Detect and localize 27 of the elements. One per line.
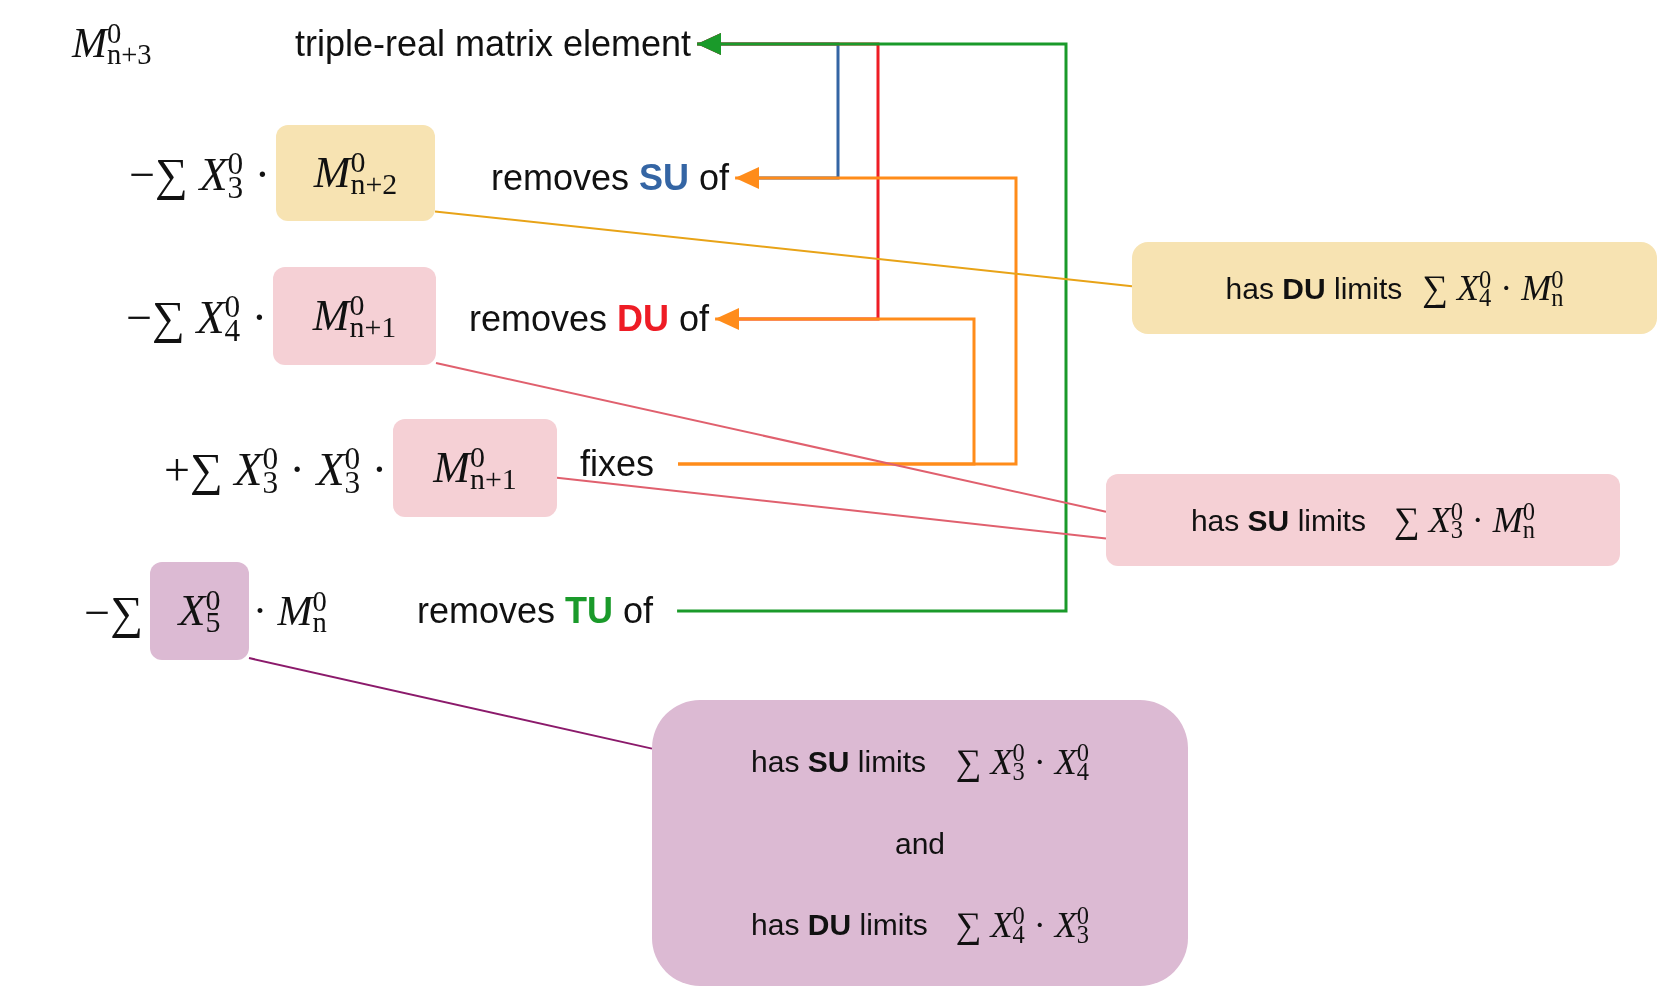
highlight-box (393, 419, 557, 517)
highlight-box (273, 267, 436, 365)
annotation-text: removes TU of (417, 584, 654, 638)
leader-line (248, 657, 653, 750)
note-text: has DU limits (1225, 270, 1403, 307)
arrow (677, 33, 1068, 613)
leader-line (556, 476, 1107, 540)
annotation-text: fixes (580, 437, 655, 491)
arrow (678, 308, 976, 466)
annotation-text: removes DU of (469, 292, 710, 346)
highlight-box (276, 125, 435, 221)
leader-line (435, 362, 1107, 513)
leader-line (434, 210, 1133, 288)
note-box (1106, 474, 1620, 566)
math-expression: +∑ X$^{0}$$_{3}$ · X$^{0}$$_{3}$ · (164, 440, 387, 502)
note-box (652, 700, 1188, 986)
highlight-box (150, 562, 249, 660)
note-text: has SU limits (1190, 502, 1366, 539)
description-text: triple-real matrix element (295, 17, 692, 71)
note-text: has SU limits (751, 744, 928, 780)
note-text: and (894, 825, 945, 862)
math-expression: −∑ (84, 586, 143, 640)
annotation-text: removes SU of (491, 151, 730, 205)
note-text: has DU limits (751, 907, 928, 943)
note-box (1132, 242, 1657, 334)
math-expression: −∑ X$^{0}$$_{3}$ · (129, 145, 270, 207)
math-expression: −∑ X$^{0}$$_{4}$ · (126, 288, 267, 350)
